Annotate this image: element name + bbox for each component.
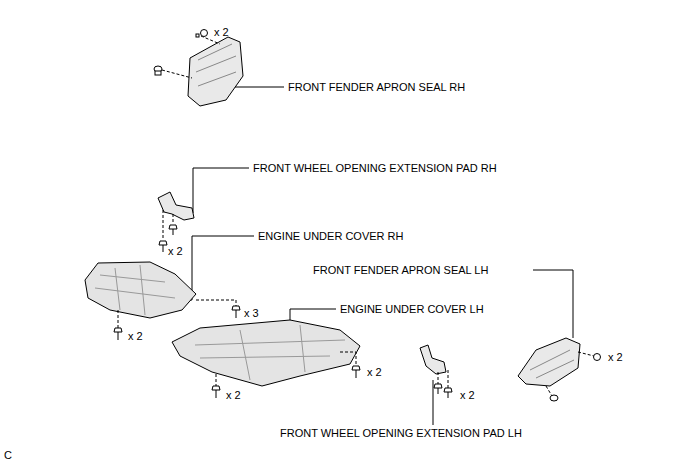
bolt [434,370,452,398]
leader-line [533,270,573,338]
part-name: ENGINE UNDER COVER RH [258,230,403,243]
fastener [546,352,601,401]
quantity-callout: x 2 [226,389,241,402]
part-name: FRONT WHEEL OPENING EXTENSION PAD RH [253,162,497,175]
quantity-callout: x 2 [460,389,475,402]
part-name: FRONT FENDER APRON SEAL LH [313,264,488,277]
quantity-callout: x 2 [608,351,623,364]
extension-pad-lh [420,345,446,374]
fastener [154,30,220,79]
quantity-callout: x 2 [367,366,382,379]
quantity-callout: x 2 [214,26,229,39]
quantity-callout: x 3 [244,307,259,320]
part-name: FRONT FENDER APRON SEAL RH [288,81,465,94]
part-name: ENGINE UNDER COVER LH [340,303,484,316]
apron-seal-lh [518,338,580,386]
figure-code: C [4,449,12,462]
engine-under-cover-lh [172,320,360,386]
leader-line [433,380,434,425]
quantity-callout: x 2 [168,245,183,258]
part-name: FRONT WHEEL OPENING EXTENSION PAD LH [280,427,522,440]
engine-under-cover-rh [85,262,196,318]
leader-line [188,236,254,300]
quantity-callout: x 2 [128,330,143,343]
apron-seal-rh [188,37,243,106]
leader-line [185,168,249,213]
